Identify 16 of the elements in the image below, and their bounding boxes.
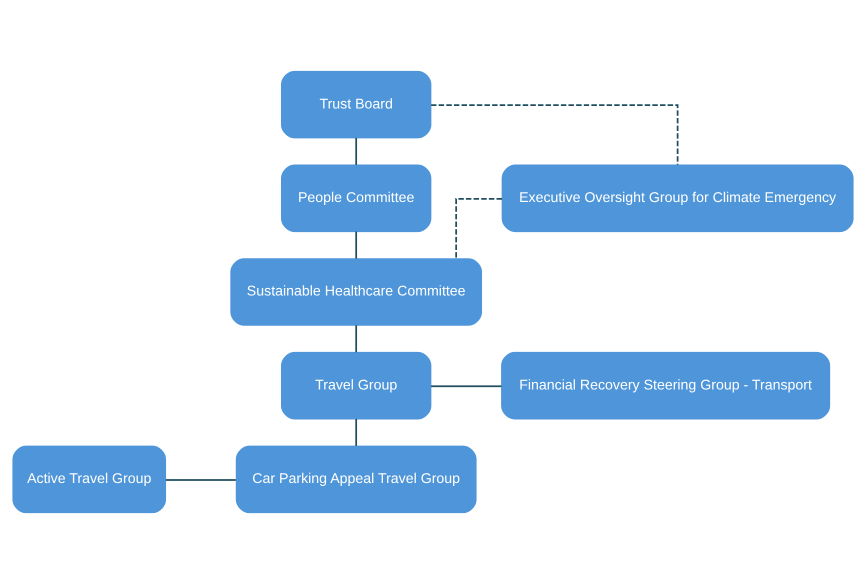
connector	[355, 231, 358, 258]
connector	[431, 104, 678, 164]
connector	[355, 324, 358, 352]
connector	[355, 418, 358, 446]
node-box: Trust Board	[281, 70, 432, 138]
node-box: Active Travel Group	[12, 445, 166, 513]
connector	[355, 137, 358, 164]
node-box: Travel Group	[281, 351, 432, 419]
node-box: People Committee	[281, 164, 432, 232]
connector	[455, 197, 502, 258]
connector	[431, 384, 502, 387]
node-box: Sustainable Healthcare Committee	[230, 258, 482, 326]
node-box: Executive Oversight Group for Climate Emergency	[502, 164, 854, 232]
node-box: Financial Recovery Steering Group - Transport	[501, 351, 830, 419]
node-box: Car Parking Appeal Travel Group	[236, 445, 477, 513]
connector	[166, 478, 236, 480]
